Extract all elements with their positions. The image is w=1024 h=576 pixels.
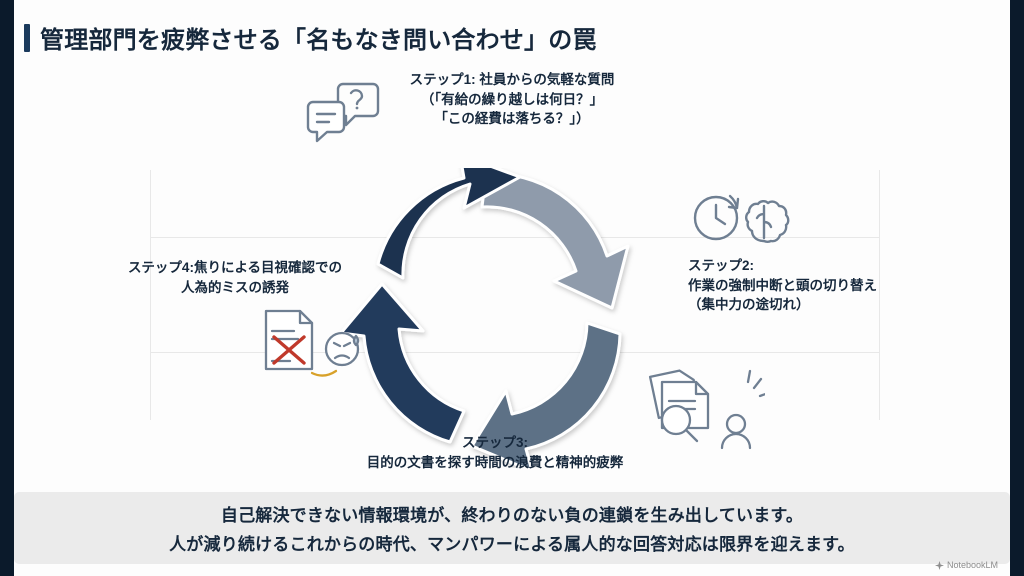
step-4-line-2: 人為的ミスの誘発 (181, 279, 289, 295)
title-accent-bar (24, 23, 30, 52)
cycle-arrow-3 (339, 282, 466, 444)
cycle-arrow-4 (376, 168, 522, 280)
notebooklm-watermark: NotebookLM (934, 560, 998, 570)
cycle-diagram: ステップ1: 社員からの気軽な質問 （「有給の繰り越しは何日？」 「この経費は落… (0, 58, 1024, 488)
cycle-arrow-2 (470, 321, 622, 468)
documents-magnifier-person-icon (630, 368, 773, 455)
page-title: 管理部門を疲弊させる「名もなき問い合わせ」の罠 (24, 20, 597, 55)
summary-line-1: 自己解決できない情報環境が、終わりのない負の連鎖を生み出しています。 (220, 506, 804, 525)
notebooklm-logo-icon (934, 560, 944, 570)
left-edge-bar (0, 0, 14, 576)
step-1-line-2: （「有給の繰り越しは何日？」 (420, 91, 604, 107)
step-1-line-1: ステップ1: 社員からの気軽な質問 (409, 72, 615, 87)
cycle-arrows-graphic (339, 168, 630, 468)
summary-banner: 自己解決できない情報環境が、終わりのない負の連鎖を生み出しています。 人が減り続… (14, 492, 1010, 564)
step-1-line-3: 「この経費は落ちる？」） (434, 111, 590, 127)
speech-bubbles-question-icon (305, 78, 385, 158)
step-1-label: ステップ1: 社員からの気軽な質問 （「有給の繰り越しは何日？」 「この経費は落… (372, 70, 652, 129)
step-2-line-1: ステップ2: (688, 258, 755, 273)
title-text: 管理部門を疲弊させる「名もなき問い合わせ」の罠 (40, 27, 597, 54)
step-2-line-2: 作業の強制中断と頭の切り替え (688, 277, 877, 293)
cycle-arrow-1 (480, 172, 630, 310)
grid-line-horizontal-bottom (150, 352, 880, 353)
step-2-label: ステップ2: 作業の強制中断と頭の切り替え （集中力の途切れ） (688, 256, 938, 315)
error-document-tired-face-icon (250, 303, 370, 393)
step-3-label: ステップ3: 目的の文書を探す時間の浪費と精神的疲弊 (330, 433, 660, 472)
step-3-line-1: ステップ3: (461, 435, 528, 450)
step-4-label: ステップ4:焦りによる目視確認での 人為的ミスの誘発 (95, 258, 375, 297)
step-2-line-3: （集中力の途切れ） (688, 297, 810, 313)
grid-line-vertical-right (879, 170, 880, 420)
grid-line-vertical-left (150, 170, 151, 420)
grid-line-horizontal-top (150, 237, 880, 238)
watermark-label: NotebookLM (946, 560, 998, 570)
right-edge-bar (1010, 0, 1024, 576)
step-3-line-2: 目的の文書を探す時間の浪費と精神的疲弊 (366, 454, 624, 470)
summary-line-2: 人が減り続けるこれからの時代、マンパワーによる属人的な回答対応は限界を迎えます。 (169, 535, 855, 554)
step-4-line-1: ステップ4:焦りによる目視確認での (127, 260, 343, 275)
clock-and-brain-icon (690, 186, 795, 253)
